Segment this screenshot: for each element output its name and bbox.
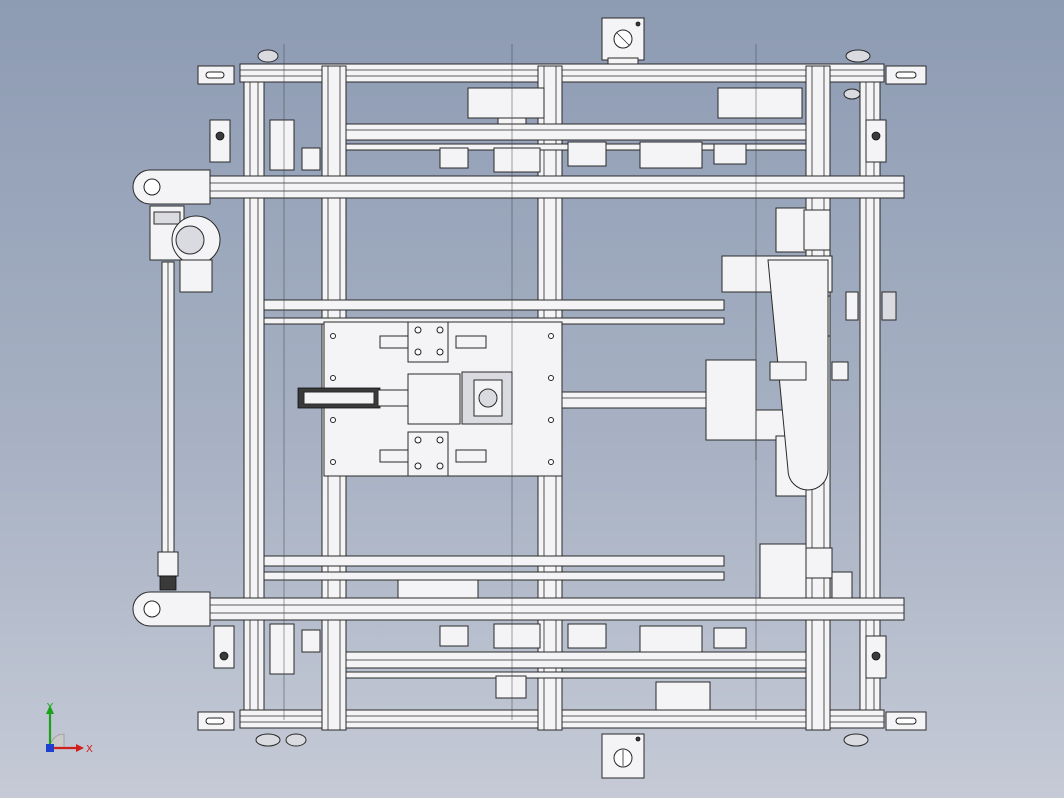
coordinate-triad: X Y xyxy=(46,702,93,755)
corner-tensioners xyxy=(209,119,887,679)
plate-holes xyxy=(330,326,554,470)
mounting-bracket-group xyxy=(197,65,927,731)
caster-wheel-group xyxy=(255,49,871,747)
x-axis-label: X xyxy=(86,744,93,755)
x-axis-arrowhead xyxy=(76,744,84,752)
right-guide-assembly xyxy=(705,207,897,599)
bearing-blocks xyxy=(269,87,803,711)
guide-rods xyxy=(283,44,757,720)
left-linkage xyxy=(132,169,221,627)
y-axis-label: Y xyxy=(46,702,54,713)
motor-mount-bottom xyxy=(601,733,645,779)
motor-mount-top xyxy=(601,17,645,65)
carriage-plate xyxy=(297,321,563,477)
z-axis-marker xyxy=(46,744,54,752)
y-axis-arrowhead xyxy=(46,705,54,714)
